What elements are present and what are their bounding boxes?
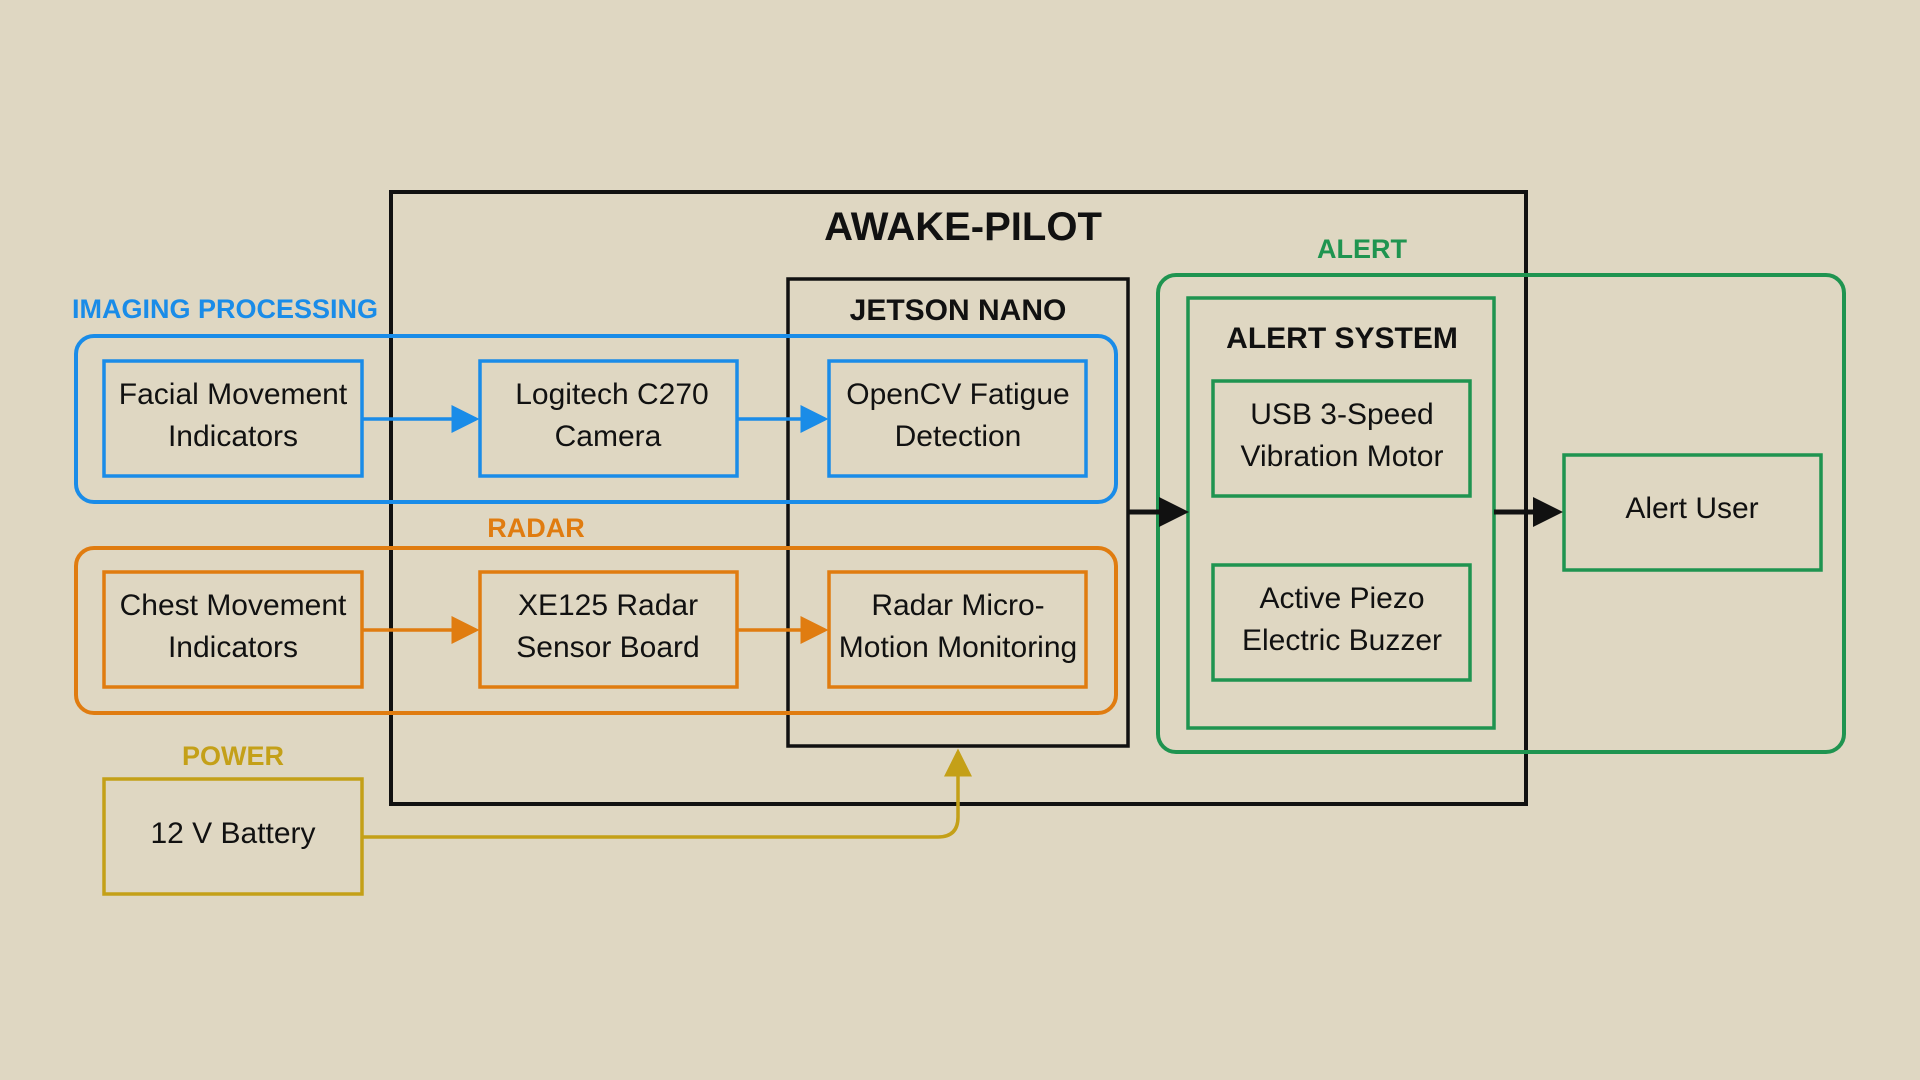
alert-user-node: Alert User bbox=[1562, 453, 1823, 572]
chest-movement-line1: Chest Movement bbox=[120, 589, 347, 622]
jetson-nano-frame bbox=[786, 277, 1130, 748]
micro-motion-node: Radar Micro- Motion Monitoring bbox=[827, 570, 1088, 689]
opencv-detection-line1: OpenCV Fatigue bbox=[846, 378, 1069, 411]
vibration-motor-line1: USB 3-Speed bbox=[1250, 398, 1433, 431]
battery-node: 12 V Battery bbox=[102, 777, 364, 896]
alert-system-title: ALERT SYSTEM bbox=[1226, 322, 1458, 355]
vibration-motor-line2: Vibration Motor bbox=[1241, 440, 1444, 473]
awake-pilot-title: AWAKE-PILOT bbox=[824, 205, 1102, 249]
power-group-label: POWER bbox=[182, 741, 284, 771]
logitech-camera-line1: Logitech C270 bbox=[515, 378, 708, 411]
alert-user-label: Alert User bbox=[1625, 492, 1758, 525]
imaging-group-label: IMAGING PROCESSING bbox=[72, 294, 378, 324]
chest-movement-line2: Indicators bbox=[168, 631, 298, 664]
xe125-radar-line1: XE125 Radar bbox=[518, 589, 698, 622]
alert-system-frame bbox=[1186, 296, 1496, 730]
xe125-radar-line2: Sensor Board bbox=[516, 631, 699, 664]
micro-motion-line2: Motion Monitoring bbox=[839, 631, 1077, 664]
imaging-group bbox=[74, 334, 1118, 504]
xe125-radar-node: XE125 Radar Sensor Board bbox=[478, 570, 739, 689]
arrow-battery-to-jetson bbox=[362, 748, 972, 839]
opencv-detection-node: OpenCV Fatigue Detection bbox=[827, 359, 1088, 478]
radar-group-label: RADAR bbox=[487, 513, 585, 543]
piezo-buzzer-line1: Active Piezo bbox=[1259, 582, 1424, 615]
piezo-buzzer-node: Active Piezo Electric Buzzer bbox=[1211, 563, 1472, 682]
facial-movement-line1: Facial Movement bbox=[119, 378, 348, 411]
jetson-nano-title: JETSON NANO bbox=[850, 294, 1067, 327]
micro-motion-line1: Radar Micro- bbox=[871, 589, 1044, 622]
piezo-buzzer-line2: Electric Buzzer bbox=[1242, 624, 1442, 657]
alert-group-label: ALERT bbox=[1317, 234, 1407, 264]
facial-movement-line2: Indicators bbox=[168, 420, 298, 453]
chest-movement-node: Chest Movement Indicators bbox=[102, 570, 364, 689]
battery-label: 12 V Battery bbox=[150, 817, 315, 850]
logitech-camera-node: Logitech C270 Camera bbox=[478, 359, 739, 478]
radar-group bbox=[74, 546, 1118, 715]
logitech-camera-line2: Camera bbox=[555, 420, 662, 453]
opencv-detection-line2: Detection bbox=[895, 420, 1022, 453]
facial-movement-node: Facial Movement Indicators bbox=[102, 359, 364, 478]
vibration-motor-node: USB 3-Speed Vibration Motor bbox=[1211, 379, 1472, 498]
